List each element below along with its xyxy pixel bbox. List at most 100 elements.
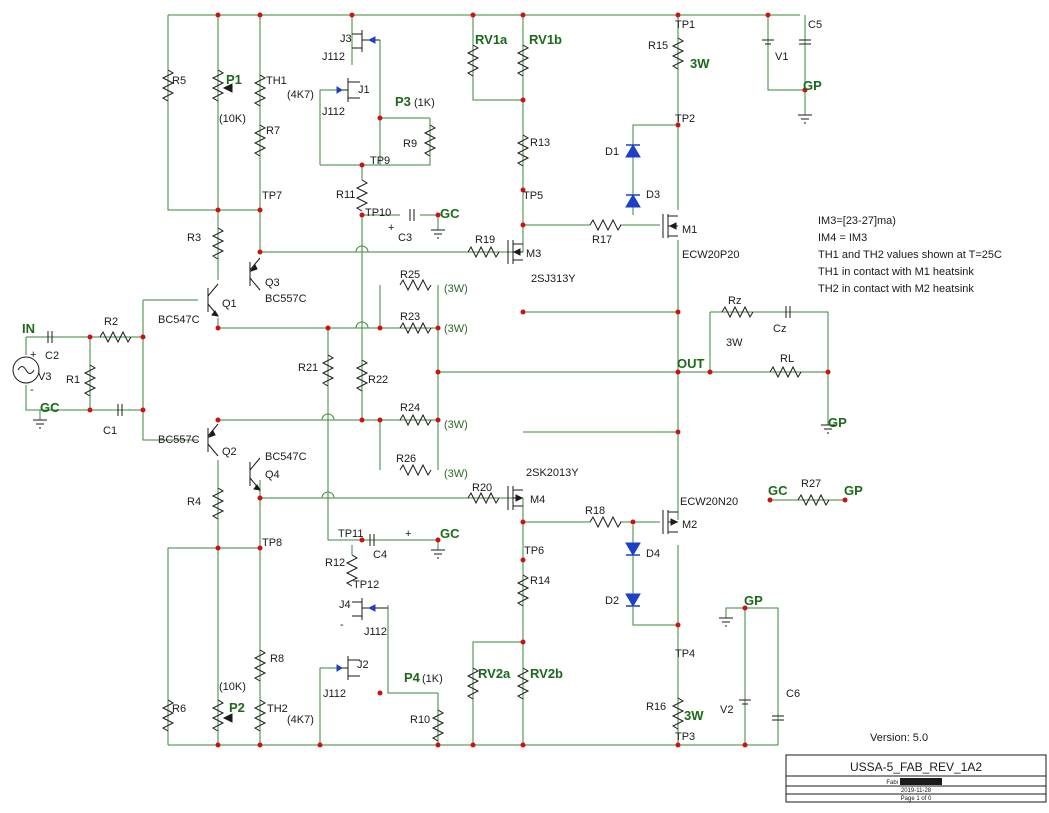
note-line: TH1 in contact with M1 heatsink [818, 266, 974, 278]
label-p2-value: (10K) [219, 681, 246, 693]
label-r16: R16 [646, 701, 666, 713]
labels: TP1 R15 3W TP2 D1 D3 M1 ECW20P20 C5 V1 G… [22, 19, 863, 743]
label-rv1b: RV1b [529, 32, 562, 47]
label-d3: D3 [646, 189, 660, 201]
wires [25, 14, 845, 746]
label-gc-c4: GC [440, 526, 460, 541]
resistor-r20 [467, 491, 500, 505]
label-gc-in: GC [40, 400, 60, 415]
battery-v1 [762, 39, 774, 45]
resistor-r7 [253, 124, 267, 157]
wire-hops [321, 245, 369, 499]
title-block: USSA-5_FAB_REV_1A2 Fabi 2019-11-28 Page … [785, 754, 1047, 803]
label-r3: R3 [187, 232, 201, 244]
diode-d3 [625, 194, 641, 208]
label-q2-type: BC557C [158, 434, 200, 446]
label-tp12: TP12 [353, 579, 379, 591]
label-r26: R26 [396, 453, 416, 465]
label-gc-r27: GC [768, 483, 788, 498]
transistor-q4 [249, 457, 261, 491]
label-gc-c3: GC [440, 206, 460, 221]
label-gp-r27: GP [844, 483, 863, 498]
resistors [83, 37, 830, 742]
label-gp-1: GP [803, 78, 822, 93]
thermistor-th1 [253, 74, 267, 107]
battery-v2 [739, 699, 751, 705]
label-d4: D4 [646, 548, 660, 560]
label-q1: Q1 [222, 298, 237, 310]
label-q4-type: BC547C [265, 451, 307, 463]
label-r22: R22 [368, 374, 388, 386]
label-m3: M3 [526, 248, 541, 260]
label-r18: R18 [585, 505, 605, 517]
jfet-j4 [352, 598, 388, 620]
resistor-r3 [211, 227, 225, 260]
bjts [207, 257, 261, 491]
label-gp-rl: GP [828, 415, 847, 430]
label-j3-type: J112 [322, 51, 345, 63]
resistor-r27 [797, 493, 830, 507]
label-tp8: TP8 [262, 537, 282, 549]
note-line: TH2 in contact with M2 heatsink [818, 283, 974, 295]
label-p4-value: (1K) [422, 673, 443, 685]
resistor-rv2b [516, 667, 530, 700]
label-r20: R20 [472, 482, 492, 494]
label-r9: R9 [403, 138, 417, 150]
transistor-q3 [249, 257, 261, 291]
transistor-q1 [207, 283, 219, 317]
label-p1: P1 [226, 72, 242, 87]
resistor-r10 [431, 709, 445, 742]
label-r6: R6 [172, 703, 186, 715]
label-r1: R1 [66, 374, 80, 386]
capacitor-c2 [47, 331, 53, 343]
label-q3: Q3 [265, 277, 280, 289]
label-th2: TH2 [267, 703, 288, 715]
mosfets [507, 214, 679, 534]
label-c4-plus: + [405, 528, 411, 540]
label-r21: R21 [298, 362, 318, 374]
ac-source-v3 [12, 356, 40, 384]
label-d2: D2 [605, 595, 619, 607]
label-r25-power: (3W) [444, 283, 468, 295]
resistor-rl [769, 365, 802, 379]
label-c1: C1 [103, 425, 117, 437]
resistor-rz [721, 305, 754, 319]
label-r10: R10 [410, 714, 430, 726]
label-tp4: TP4 [675, 648, 695, 660]
label-c2: C2 [45, 350, 59, 362]
jfet-j2 [340, 656, 360, 680]
thermistor-th2 [253, 699, 267, 732]
label-in: IN [22, 321, 35, 336]
label-j4-type: J112 [364, 626, 387, 638]
label-r15: R15 [648, 40, 668, 52]
transistor-q2 [207, 423, 219, 457]
label-gp-v2: GP [744, 593, 763, 608]
diode-d4 [625, 542, 641, 556]
label-r19: R19 [475, 234, 495, 246]
label-r2: R2 [104, 316, 118, 328]
resistor-r24 [399, 413, 432, 427]
label-r25: R25 [400, 269, 420, 281]
resistor-r13 [516, 134, 530, 167]
resistor-r1 [83, 364, 97, 397]
capacitor-c3 [409, 209, 415, 221]
resistor-r2 [99, 330, 132, 344]
junctions [87, 12, 848, 748]
note-line: IM4 = IM3 [818, 232, 867, 244]
label-c6: C6 [786, 688, 800, 700]
label-r13: R13 [530, 137, 550, 149]
diode-d1 [625, 144, 641, 158]
capacitors [47, 39, 811, 721]
label-out: OUT [677, 356, 705, 371]
label-r14: R14 [530, 575, 550, 587]
resistor-r6 [161, 699, 175, 732]
label-m2: M2 [682, 519, 697, 531]
label-rz-power: 3W [726, 337, 743, 349]
label-p3-value: (1K) [414, 97, 435, 109]
resistor-rv2a [466, 667, 480, 700]
label-v3-minus: - [30, 384, 34, 396]
label-r27: R27 [801, 478, 821, 490]
title-block-name: USSA-5_FAB_REV_1A2 [850, 760, 982, 774]
label-q2: Q2 [222, 446, 237, 458]
